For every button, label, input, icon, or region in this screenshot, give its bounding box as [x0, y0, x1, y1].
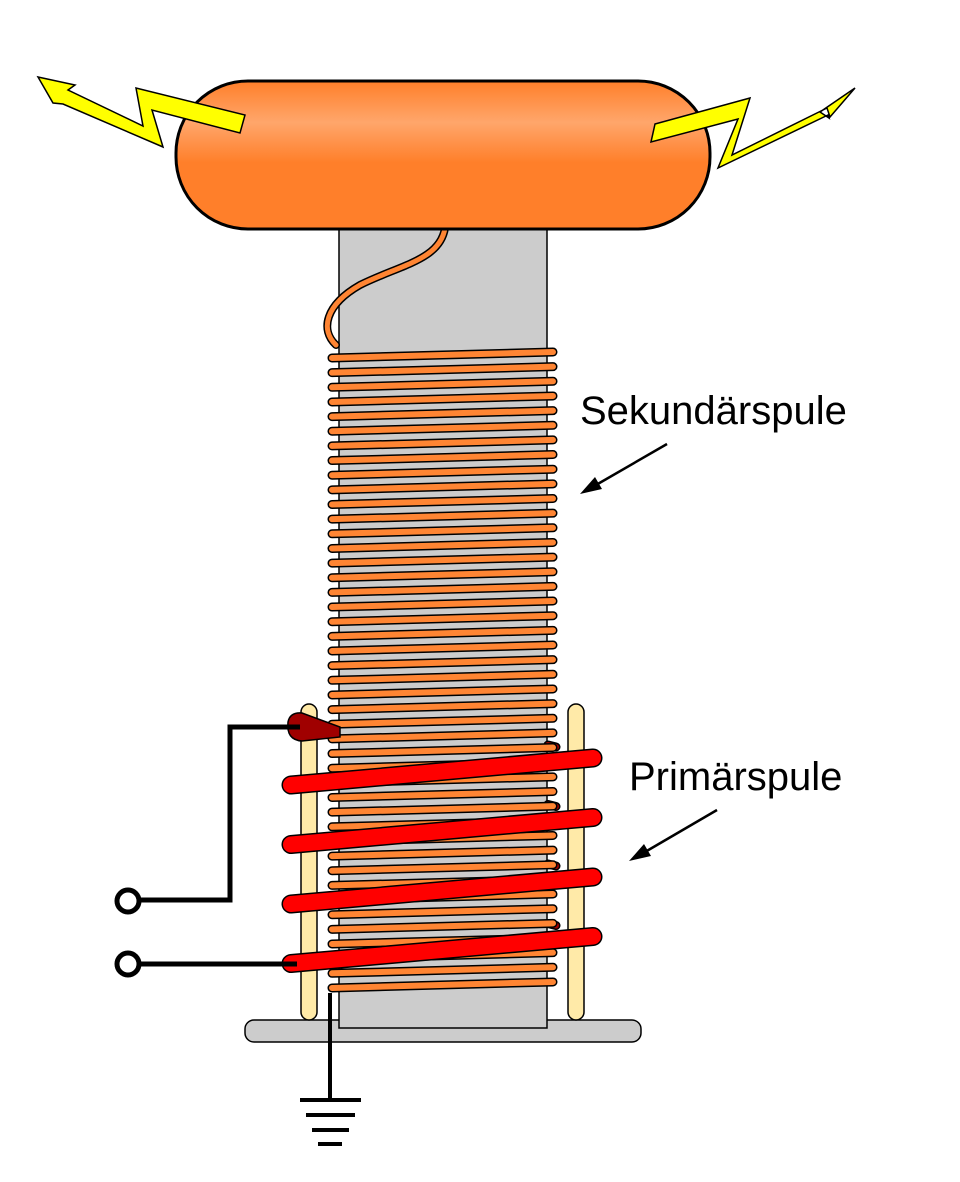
secondary-winding [327, 494, 558, 509]
primary-winding [281, 867, 603, 914]
terminal-upper-icon[interactable] [114, 887, 142, 915]
secondary-winding [327, 918, 558, 934]
secondary-winding [327, 684, 558, 700]
secondary-winding [327, 376, 558, 392]
secondary-winding [327, 904, 558, 920]
primary-coil-label: Primärspule [629, 755, 842, 799]
spark-left-icon [36, 75, 246, 149]
secondary-winding [327, 362, 558, 378]
secondary-winding [327, 699, 558, 715]
primary-coil [281, 748, 603, 973]
secondary-winding [327, 464, 558, 480]
top-load [174, 79, 712, 231]
secondary-winding [327, 567, 558, 583]
secondary-winding [327, 713, 558, 729]
secondary-winding [327, 625, 558, 641]
secondary-winding [327, 523, 558, 539]
input-wiring [114, 724, 300, 978]
primary-winding [281, 748, 603, 795]
secondary-winding [327, 669, 558, 685]
secondary-winding [327, 420, 558, 436]
secondary-winding [327, 787, 558, 802]
spark-right-icon [650, 87, 856, 170]
ground-icon [300, 993, 361, 1146]
secondary-winding [327, 596, 558, 612]
top-lead-wire [323, 224, 449, 349]
secondary-winding [327, 581, 558, 597]
secondary-winding [327, 845, 558, 861]
secondary-winding [327, 391, 558, 407]
secondary-winding [327, 508, 558, 524]
secondary-winding [327, 450, 558, 466]
secondary-winding [327, 611, 558, 627]
support-rod-left [300, 703, 318, 1021]
primary-top-tap [287, 712, 341, 742]
secondary-winding [327, 479, 558, 495]
secondary-winding [327, 347, 558, 363]
terminal-lower-icon[interactable] [114, 950, 142, 978]
primary-winding [281, 808, 603, 854]
secondary-winding [327, 435, 558, 451]
primary-winding [281, 927, 603, 973]
secondary-winding [327, 801, 558, 817]
upper-input-wire [141, 724, 300, 903]
secondary-winding [327, 552, 558, 568]
secondary-winding [327, 860, 558, 876]
secondary-winding [327, 743, 558, 759]
secondary-coil-label: Sekundärspule [580, 389, 847, 433]
secondary-arrow-icon [580, 442, 668, 494]
secondary-winding [327, 655, 558, 671]
primary-arrow-icon [629, 808, 718, 861]
secondary-winding [327, 406, 558, 422]
secondary-winding [327, 728, 558, 744]
secondary-winding [327, 537, 558, 553]
secondary-winding [327, 640, 558, 656]
secondary-winding [327, 977, 558, 993]
secondary-winding [327, 962, 558, 978]
